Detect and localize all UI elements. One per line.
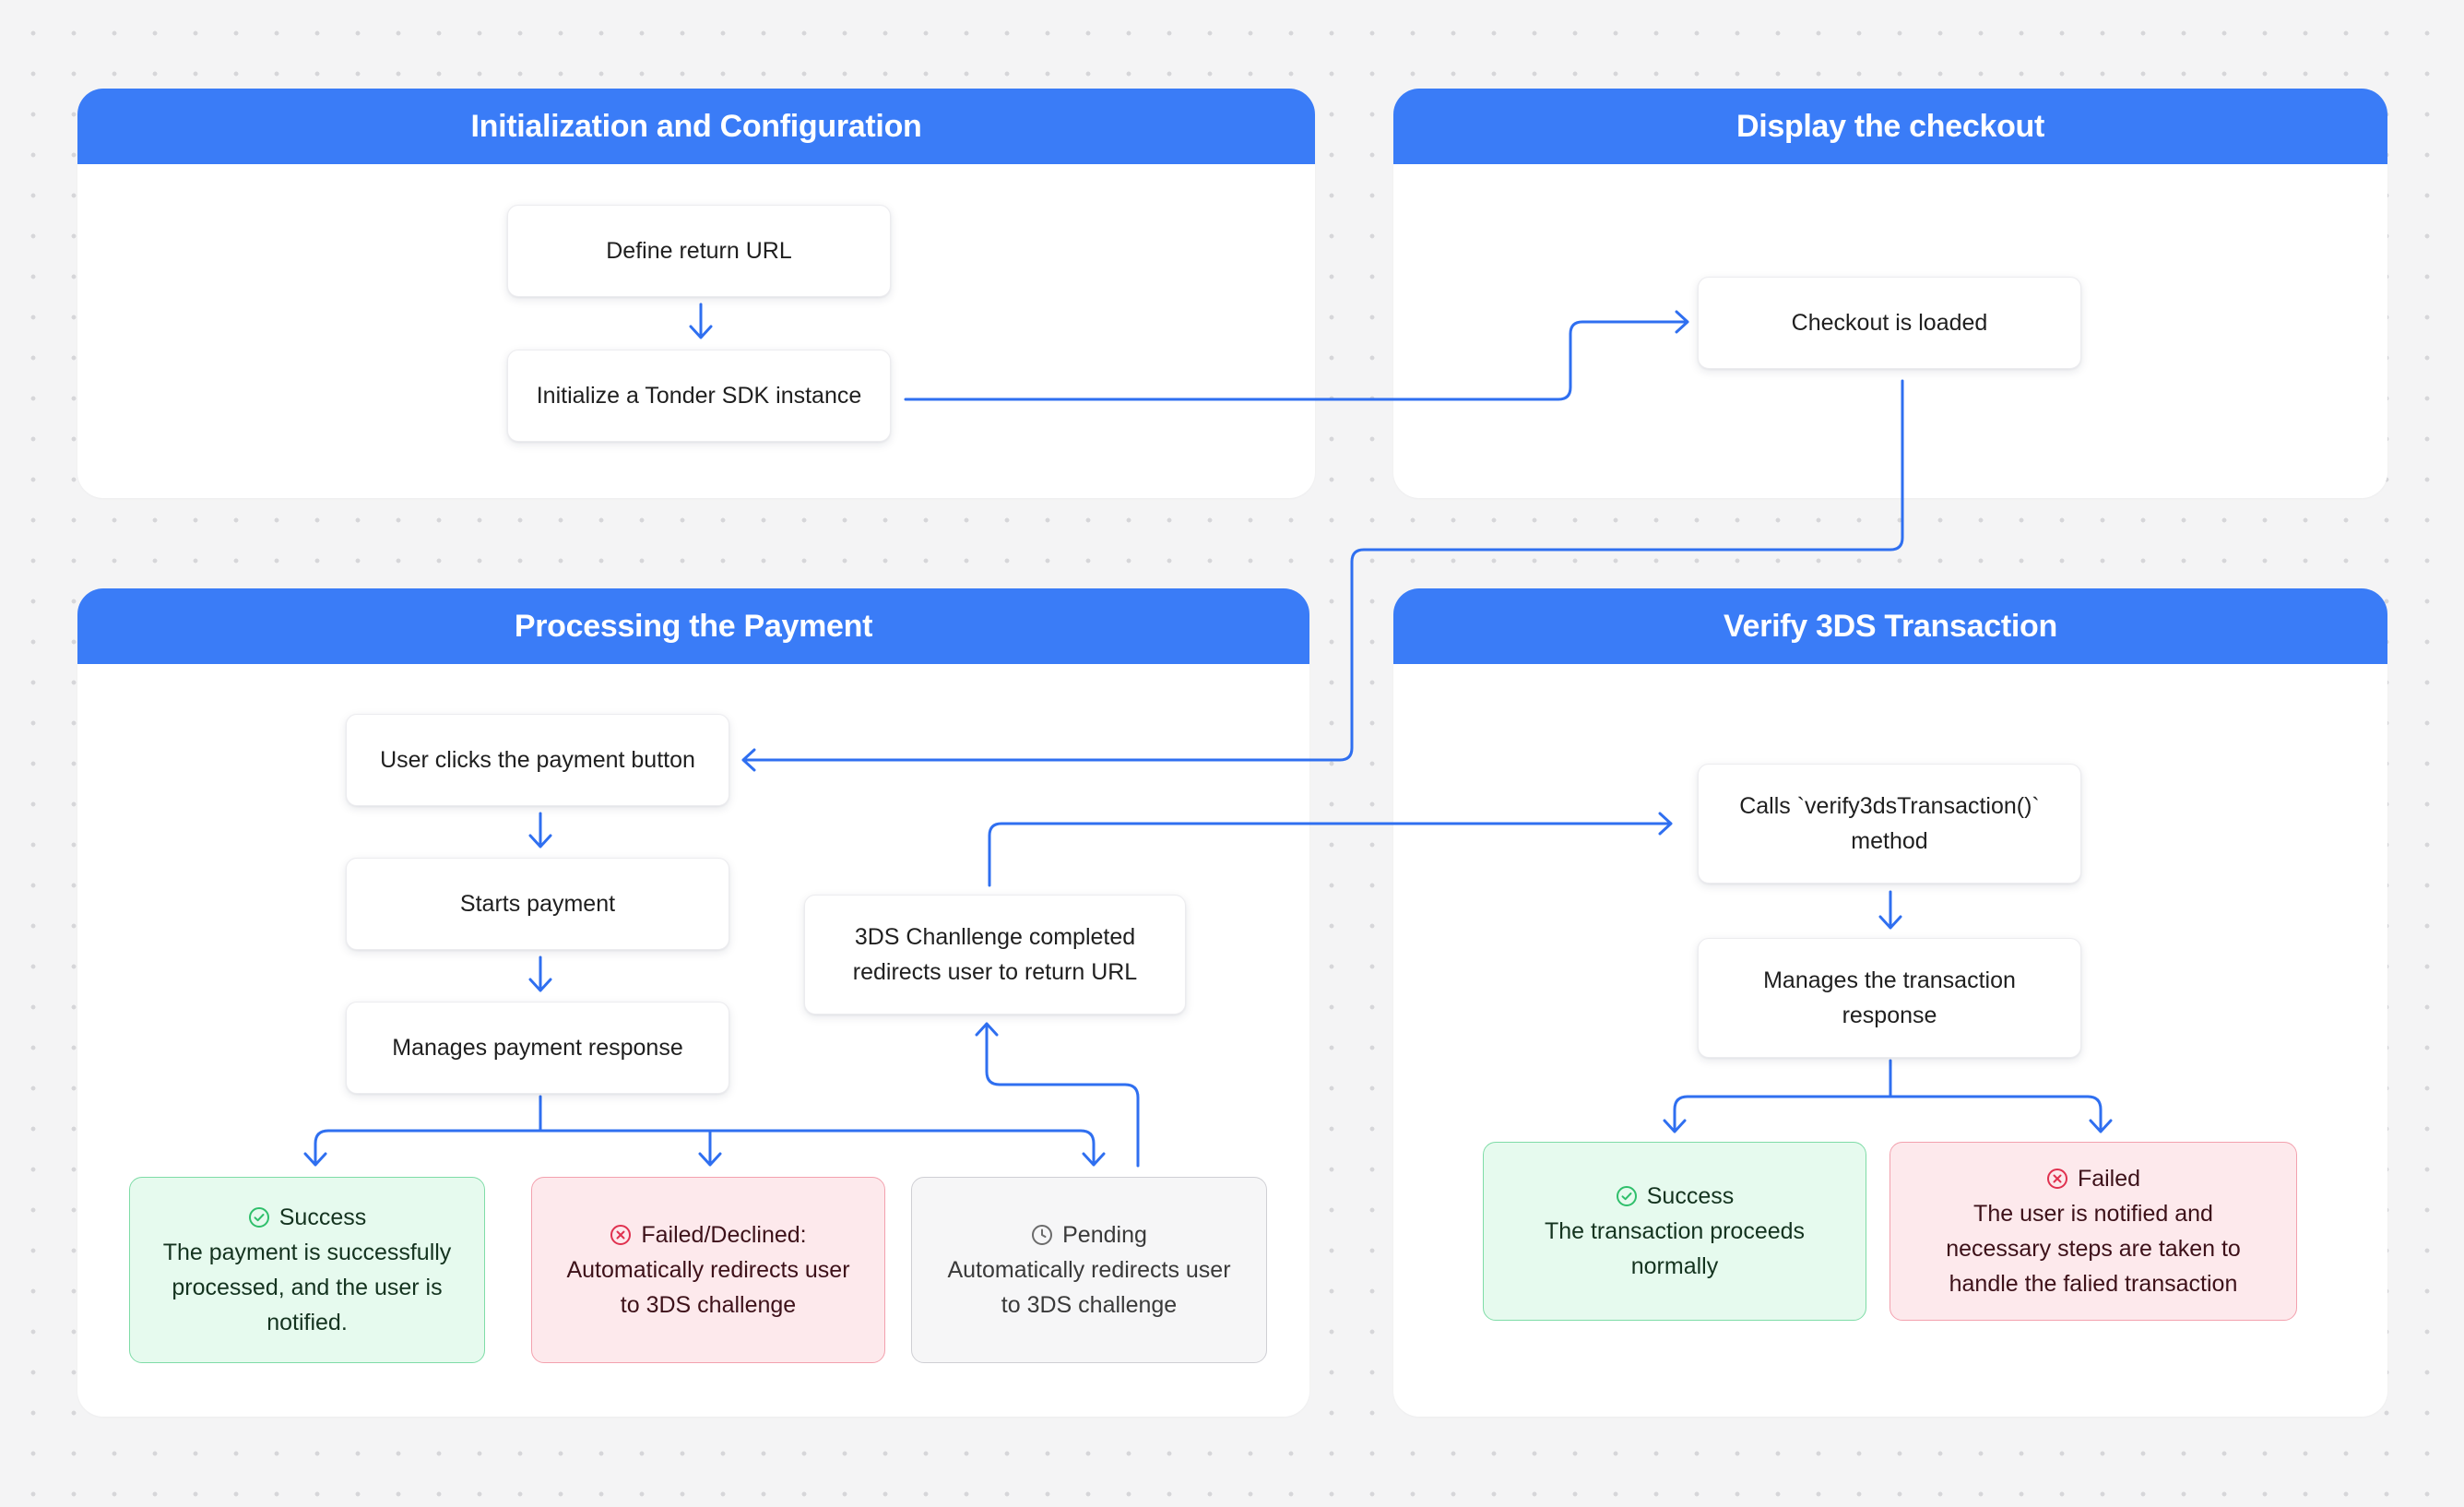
outcome-line: The user is notified and: [1973, 1201, 2213, 1227]
node-label-line: Manages the transaction: [1763, 967, 2016, 993]
outcome-line: notified.: [267, 1310, 348, 1335]
outcome-line: normally: [1630, 1253, 1719, 1279]
x-circle-icon: [610, 1225, 632, 1245]
node-define-return-url: Define return URL: [507, 205, 891, 297]
outcome-title-row: Success: [248, 1200, 366, 1235]
outcome-line: to 3DS challenge: [620, 1292, 797, 1318]
outcome-line: The transaction proceeds: [1544, 1218, 1806, 1244]
outcome-payment-pending: Pending Automatically redirects user to …: [911, 1177, 1267, 1363]
outcome-title-row: Pending: [1031, 1217, 1147, 1252]
node-3ds-challenge-completed: 3DS Chanllenge completed redirects user …: [804, 895, 1186, 1015]
node-label-line: redirects user to return URL: [852, 959, 1138, 985]
node-label: Define return URL: [606, 238, 792, 264]
outcome-title: Failed: [2077, 1166, 2141, 1192]
outcome-title: Pending: [1062, 1222, 1147, 1248]
node-label: Manages payment response: [392, 1035, 683, 1061]
node-label: Initialize a Tonder SDK instance: [536, 383, 862, 409]
node-manages-transaction-response: Manages the transaction response: [1698, 938, 2081, 1058]
outcome-title: Failed/Declined:: [641, 1222, 807, 1248]
node-label-line: Calls `verify3dsTransaction()`: [1739, 793, 2040, 819]
outcome-line: Automatically redirects user: [947, 1257, 1231, 1283]
node-label-line: response: [1842, 1003, 1937, 1028]
check-circle-icon: [248, 1207, 269, 1228]
outcome-line: handle the falied transaction: [1949, 1271, 2238, 1297]
outcome-line: processed, and the user is: [172, 1275, 443, 1300]
node-label: Starts payment: [459, 891, 616, 917]
panel-title-verify-3ds: Verify 3DS Transaction: [1393, 588, 2387, 664]
outcome-title-row: Success: [1616, 1179, 1734, 1214]
node-initialize-sdk: Initialize a Tonder SDK instance: [507, 350, 891, 442]
check-circle-icon: [1616, 1186, 1637, 1206]
node-calls-verify3ds-transaction: Calls `verify3dsTransaction()` method: [1698, 764, 2081, 884]
outcome-title: Success: [278, 1204, 367, 1230]
node-label: Checkout is loaded: [1791, 310, 1988, 336]
node-user-clicks-payment-button: User clicks the payment button: [346, 714, 729, 806]
outcome-title-row: Failed/Declined:: [610, 1217, 807, 1252]
outcome-payment-success: Success The payment is successfully proc…: [129, 1177, 485, 1363]
outcome-line: necessary steps are taken to: [1946, 1236, 2241, 1262]
x-circle-icon: [2046, 1169, 2067, 1189]
outcome-verify-success: Success The transaction proceeds normall…: [1483, 1142, 1866, 1321]
outcome-verify-failed: Failed The user is notified and necessar…: [1889, 1142, 2297, 1321]
node-label-line: method: [1851, 828, 1928, 854]
panel-title-processing-payment: Processing the Payment: [77, 588, 1309, 664]
node-label-line: 3DS Chanllenge completed: [854, 924, 1136, 950]
outcome-payment-failed: Failed/Declined: Automatically redirects…: [531, 1177, 885, 1363]
outcome-line: to 3DS challenge: [1001, 1292, 1178, 1318]
clock-icon: [1032, 1225, 1053, 1245]
node-starts-payment: Starts payment: [346, 858, 729, 950]
outcome-title: Success: [1646, 1183, 1735, 1209]
node-checkout-loaded: Checkout is loaded: [1698, 277, 2081, 369]
outcome-title-row: Failed: [2046, 1161, 2140, 1196]
node-manages-payment-response: Manages payment response: [346, 1002, 729, 1094]
panel-title-initialization: Initialization and Configuration: [77, 89, 1315, 164]
outcome-line: The payment is successfully: [162, 1240, 452, 1265]
panel-title-display-checkout: Display the checkout: [1393, 89, 2387, 164]
node-label: User clicks the payment button: [380, 747, 695, 773]
outcome-line: Automatically redirects user: [566, 1257, 850, 1283]
